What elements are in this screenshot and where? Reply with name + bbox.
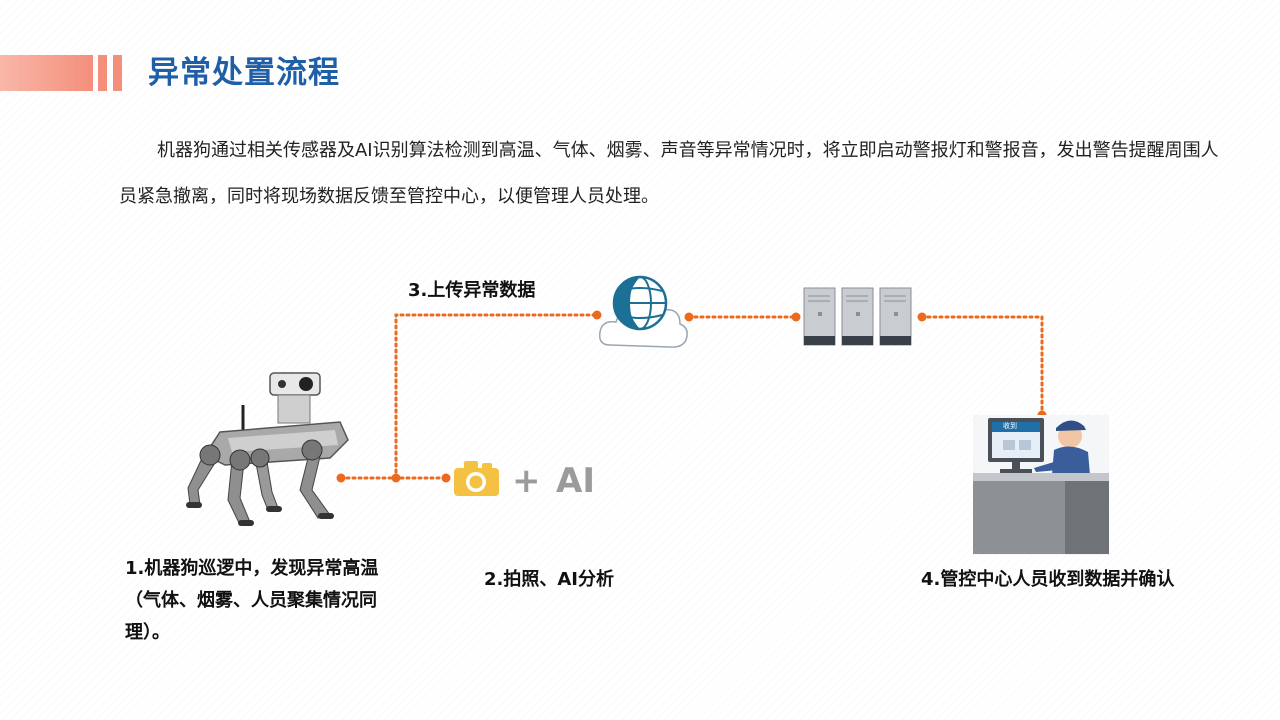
title-decoration-stripe <box>113 55 122 91</box>
connector-dot <box>684 312 694 322</box>
connector-dot <box>791 312 801 322</box>
step-2-label: 2.拍照、AI分析 <box>484 569 614 590</box>
connector-dot <box>592 310 602 320</box>
title-decoration-bar <box>0 55 93 91</box>
connector-dot <box>391 473 401 483</box>
connector-upload-cloud <box>394 313 599 480</box>
step-3-label: 3.上传异常数据 <box>408 280 536 301</box>
server-rack-icon <box>803 287 912 346</box>
intro-paragraph: 机器狗通过相关传感器及AI识别算法检测到高温、气体、烟雾、声音等异常情况时，将立… <box>119 140 1219 207</box>
step-1-label: 1.机器狗巡逻中，发现异常高温（气体、烟雾、人员聚集情况同理）。 <box>125 558 379 643</box>
cloud-globe-icon <box>598 275 688 348</box>
operator-desk-icon <box>973 415 1109 555</box>
connector-server-operator <box>920 315 1044 417</box>
connector-dot <box>917 312 927 322</box>
connector-dots <box>336 310 1047 483</box>
title-decoration-stripe <box>98 55 107 91</box>
plus-sign: + <box>512 461 541 501</box>
camera-icon <box>454 461 499 496</box>
connector-dot <box>336 473 346 483</box>
step-4-label: 4.管控中心人员收到数据并确认 <box>921 569 1175 590</box>
robot-dog-icon <box>186 372 349 526</box>
monitor-screen-text: 收到 <box>1003 422 1017 430</box>
connector-dot <box>441 473 451 483</box>
connector-lines <box>339 313 1044 480</box>
page-title: 异常处置流程 <box>148 55 340 91</box>
ai-mark: AI <box>556 461 595 501</box>
